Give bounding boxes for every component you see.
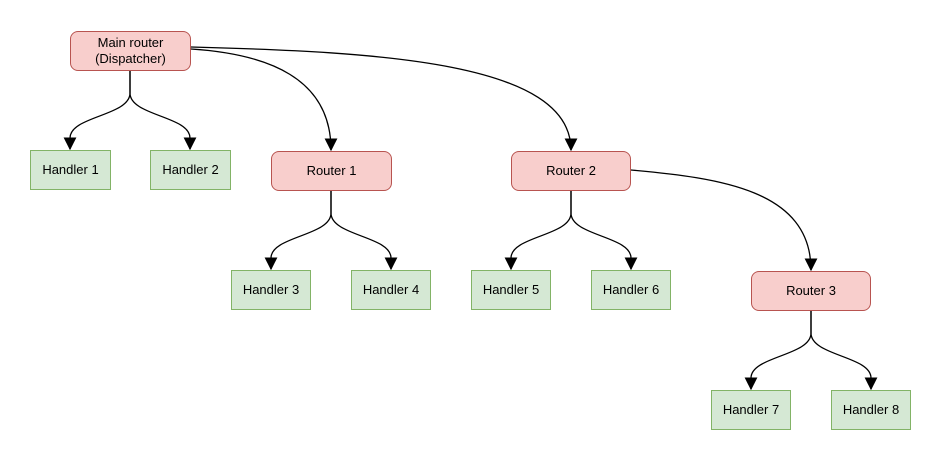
node-label: Handler 2 [162, 162, 219, 177]
node-handler-3: Handler 3 [231, 270, 311, 310]
edge-router-3-to-handler-8 [810, 311, 878, 391]
node-label: Handler 4 [362, 282, 420, 297]
edge-router-2-to-router-3 [630, 169, 818, 272]
node-label: Router 2 [546, 163, 596, 178]
edge-router-1-to-handler-3 [264, 191, 332, 271]
node-handler-4: Handler 4 [351, 270, 431, 310]
node-router-1: Router 1 [271, 151, 392, 191]
node-handler-5: Handler 5 [471, 270, 551, 310]
node-handler-6: Handler 6 [591, 270, 671, 310]
edge-router-2-to-handler-6 [570, 191, 638, 271]
node-label: Router 3 [786, 283, 836, 298]
node-handler-7: Handler 7 [711, 390, 791, 430]
edge-router-3-to-handler-7 [744, 311, 812, 391]
edge-group [63, 46, 878, 391]
edge-main-router-to-handler-2 [129, 71, 197, 151]
node-handler-1: Handler 1 [30, 150, 111, 190]
node-handler-8: Handler 8 [831, 390, 911, 430]
node-router-3: Router 3 [751, 271, 871, 311]
node-main-router: Main router (Dispatcher) [70, 31, 191, 71]
node-router-2: Router 2 [511, 151, 631, 191]
node-label: Handler 3 [242, 282, 300, 297]
edge-main-router-to-handler-1 [63, 71, 131, 151]
node-label: Handler 7 [722, 402, 780, 417]
edge-main-router-to-router-2 [190, 46, 578, 152]
edge-router-1-to-handler-4 [330, 191, 398, 271]
edge-router-2-to-handler-5 [504, 191, 572, 271]
node-label: Handler 6 [602, 282, 660, 297]
node-handler-2: Handler 2 [150, 150, 231, 190]
node-label: Handler 5 [482, 282, 540, 297]
node-label: Handler 1 [42, 162, 99, 177]
node-label: Main router (Dispatcher) [95, 35, 166, 66]
node-label: Handler 8 [842, 402, 900, 417]
edge-main-router-to-router-1 [190, 48, 338, 152]
node-label: Router 1 [306, 163, 357, 178]
